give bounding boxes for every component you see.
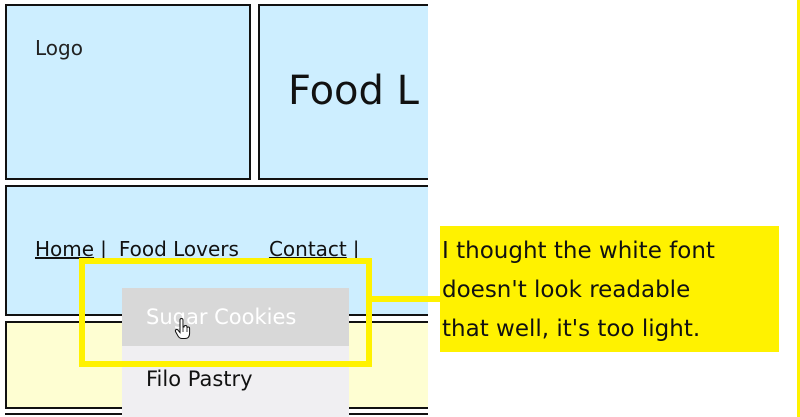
hand-pointer-icon: [174, 318, 191, 339]
annotation-callout: I thought the white font doesn't look re…: [440, 226, 779, 352]
site-title: Food L: [288, 68, 419, 114]
nav-bar: Home | Food Lovers Contact |: [5, 185, 428, 316]
page-edge-marker: [797, 0, 800, 417]
nav-dropdown-menu: Sugar Cookies Filo Pastry: [122, 288, 349, 417]
nav-separator: |: [100, 237, 107, 261]
nav-link-contact[interactable]: Contact: [268, 237, 347, 261]
title-area: Food L: [258, 4, 428, 180]
annotation-connector: [372, 296, 440, 302]
callout-line: I thought the white font: [442, 238, 715, 264]
nav-link-food-lovers[interactable]: Food Lovers: [118, 237, 239, 261]
website-preview: Logo Food L Home | Food Lovers Contact |…: [5, 4, 428, 417]
callout-line: doesn't look readable: [442, 277, 691, 303]
nav-links: Home | Food Lovers Contact |: [35, 237, 372, 261]
nav-separator: |: [352, 237, 360, 261]
logo-placeholder: Logo: [35, 36, 83, 60]
logo-area: Logo: [5, 4, 251, 180]
dropdown-item-filo-pastry[interactable]: Filo Pastry: [146, 367, 253, 391]
annotation-highlight-box: [79, 258, 372, 367]
dropdown-item-sugar-cookies[interactable]: Sugar Cookies: [122, 288, 349, 346]
nav-link-home[interactable]: Home: [35, 237, 95, 261]
callout-line: that well, it's too light.: [442, 316, 701, 342]
